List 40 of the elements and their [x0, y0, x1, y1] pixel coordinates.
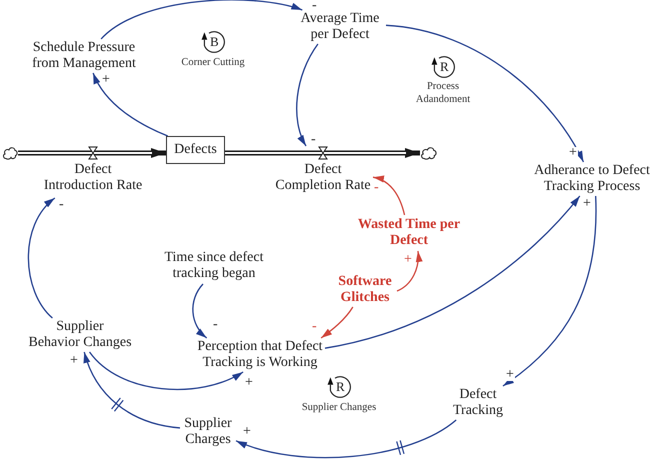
loop-name: Process Adandoment	[414, 80, 472, 106]
loop-name: Supplier Changes	[302, 401, 376, 414]
arrow	[502, 196, 597, 387]
variable-label: Defect Tracking	[452, 387, 504, 419]
loop-letter: R	[440, 60, 449, 73]
variable-label: Average Time per Defect	[300, 11, 380, 43]
arrow	[100, 0, 302, 40]
variable-label: Adherance to Defect Tracking Process	[533, 163, 651, 195]
arrow	[236, 419, 457, 458]
cloud-icon	[2, 146, 18, 160]
arrow	[84, 352, 180, 429]
variable-label: Schedule Pressure from Management	[31, 40, 137, 72]
arrow	[324, 196, 580, 349]
stock-box	[166, 136, 225, 164]
polarity-sign: +	[505, 369, 515, 381]
stock-label: Defects	[174, 142, 217, 158]
arrow	[296, 44, 318, 146]
arrow	[192, 284, 208, 338]
arrow	[320, 306, 354, 339]
variable-label: Software Glitches	[337, 274, 393, 306]
cloud-icon	[420, 146, 437, 160]
loop-name: Corner Cutting	[181, 56, 245, 69]
arrow	[396, 250, 422, 292]
variable-label: Time since defect tracking began	[163, 250, 264, 282]
variable-label: Supplier Behavior Changes	[28, 319, 132, 351]
arrow	[92, 72, 168, 137]
loop-letter: R	[336, 380, 345, 393]
variable-label: Wasted Time per Defect	[356, 217, 462, 249]
arrow	[386, 24, 584, 162]
variable-label: Supplier Charges	[183, 416, 233, 448]
arrow	[89, 352, 244, 390]
polarity-sign: +	[568, 147, 578, 159]
rate-label: Defect Completion Rate	[274, 162, 372, 194]
arrow	[28, 198, 56, 318]
rate-label: Defect Introduction Rate	[42, 162, 144, 194]
loop-letter: B	[210, 35, 219, 48]
flow-pipe	[18, 148, 166, 158]
variable-label: Perception that Defect Tracking is Working	[196, 339, 324, 371]
arrow	[372, 176, 406, 216]
flow-pipe	[225, 148, 420, 158]
